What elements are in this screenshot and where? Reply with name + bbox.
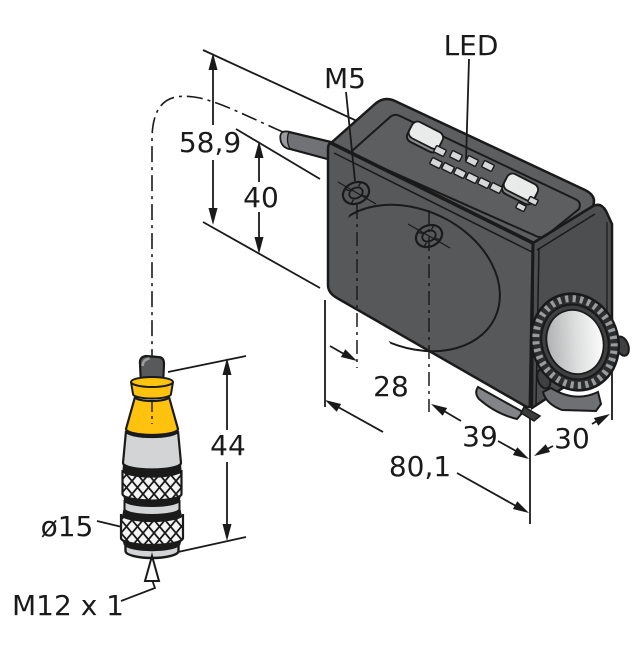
ext-line-body-height-top	[235, 128, 321, 180]
dim-overall-height: 58,9	[179, 126, 241, 159]
leader-led	[465, 58, 470, 162]
boot-collar	[130, 381, 174, 400]
leader-m12	[120, 581, 157, 602]
dim-connector-length: 44	[210, 429, 246, 462]
cable-tip-highlight	[279, 130, 292, 150]
label-diameter: ø15	[41, 510, 94, 543]
lens-assembly	[530, 292, 630, 392]
label-m12: M12 x 1	[12, 589, 124, 622]
ext-line-connector-bottom	[177, 536, 247, 553]
dim-hole-to-lens: 39	[462, 420, 498, 453]
m12-open-arrow	[143, 552, 161, 582]
bracket-foot	[520, 405, 542, 422]
hole-centerlines	[337, 181, 451, 412]
dim-body-width: 30	[554, 422, 590, 455]
teach-button	[405, 120, 444, 154]
label-led: LED	[444, 29, 499, 62]
led-indicators	[429, 145, 539, 213]
bracket-wing-left	[475, 385, 525, 421]
labels-and-leaders: LED M5 ø15 M12 x 1 58,9 40 44 28 39 80,1…	[12, 29, 590, 622]
bracket-wing-right	[541, 386, 603, 413]
leader-m5	[345, 91, 356, 182]
connector-gray-cone	[121, 430, 183, 471]
dimension-arrowheads	[208, 53, 610, 541]
dimension-lines	[167, 49, 613, 553]
label-m5: M5	[324, 62, 366, 95]
connector-waist	[123, 499, 181, 516]
dim-hole-spacing: 28	[373, 370, 409, 403]
ext-line-overall-height-top	[202, 49, 373, 129]
ext-line-connector-top	[167, 355, 247, 373]
ext-line-shared-bottom	[202, 221, 321, 289]
lens-glass	[545, 309, 605, 375]
dim-overall-length: 80,1	[389, 450, 451, 483]
connector-bottom-cap	[124, 543, 180, 560]
leader-diameter	[96, 520, 123, 528]
connector-m12	[119, 354, 185, 560]
cable	[151, 95, 333, 368]
dim-body-height: 40	[243, 181, 279, 214]
cable-centerline	[151, 95, 284, 368]
top-face-inset-border	[351, 113, 581, 239]
